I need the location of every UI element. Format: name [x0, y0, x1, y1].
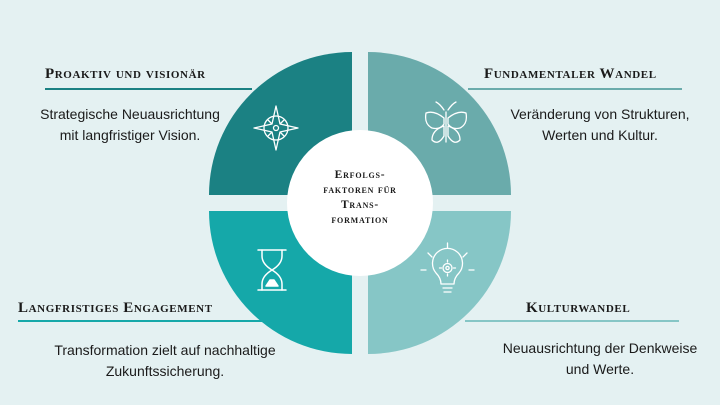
description-line: und Werte. [565, 361, 635, 377]
quadrant-top-right-title: Fundamentaler Wandel [484, 66, 657, 82]
quadrant-top-left-underline [45, 88, 252, 90]
compass-icon [253, 105, 299, 151]
center-label-line: formation [331, 214, 389, 226]
quadrant-top-right-description: Veränderung von Strukturen, Werten und K… [495, 104, 705, 146]
description-line: Transformation zielt auf nachhaltige [54, 342, 276, 358]
quadrant-top-right-underline [468, 88, 682, 90]
quadrant-top-left-title: Proaktiv und visionär [45, 66, 206, 82]
description-line: Strategische Neuausrichtung [40, 106, 220, 122]
butterfly-icon [424, 101, 468, 143]
quadrant-bottom-left-description: Transformation zielt auf nachhaltige Zuk… [30, 340, 300, 382]
quadrant-top-left-description: Strategische Neuausrichtung mit langfris… [10, 104, 250, 146]
center-circle [287, 130, 433, 276]
center-label: Erfolgs- faktoren für Trans- formation [300, 168, 420, 228]
lightbulb-gear-icon [420, 242, 475, 293]
quadrant-bottom-left-underline [18, 320, 270, 322]
quadrant-bottom-right-underline [465, 320, 679, 322]
quadrant-bottom-right-description: Neuausrichtung der Denkweise und Werte. [495, 338, 705, 380]
center-label-line: Erfolgs- [334, 169, 386, 181]
center-label-line: faktoren für [323, 184, 397, 196]
description-line: Veränderung von Strukturen, [510, 106, 690, 122]
quadrant-bottom-right-title: Kulturwandel [526, 300, 631, 316]
description-line: Zukunftssicherung. [105, 363, 225, 379]
center-label-line: Trans- [340, 199, 380, 211]
description-line: mit langfristiger Vision. [59, 127, 201, 143]
hourglass-icon [257, 249, 287, 291]
quadrant-bottom-left-title: Langfristiges Engagement [18, 300, 213, 316]
description-line: Werten und Kultur. [542, 127, 658, 143]
description-line: Neuausrichtung der Denkweise [502, 340, 698, 356]
